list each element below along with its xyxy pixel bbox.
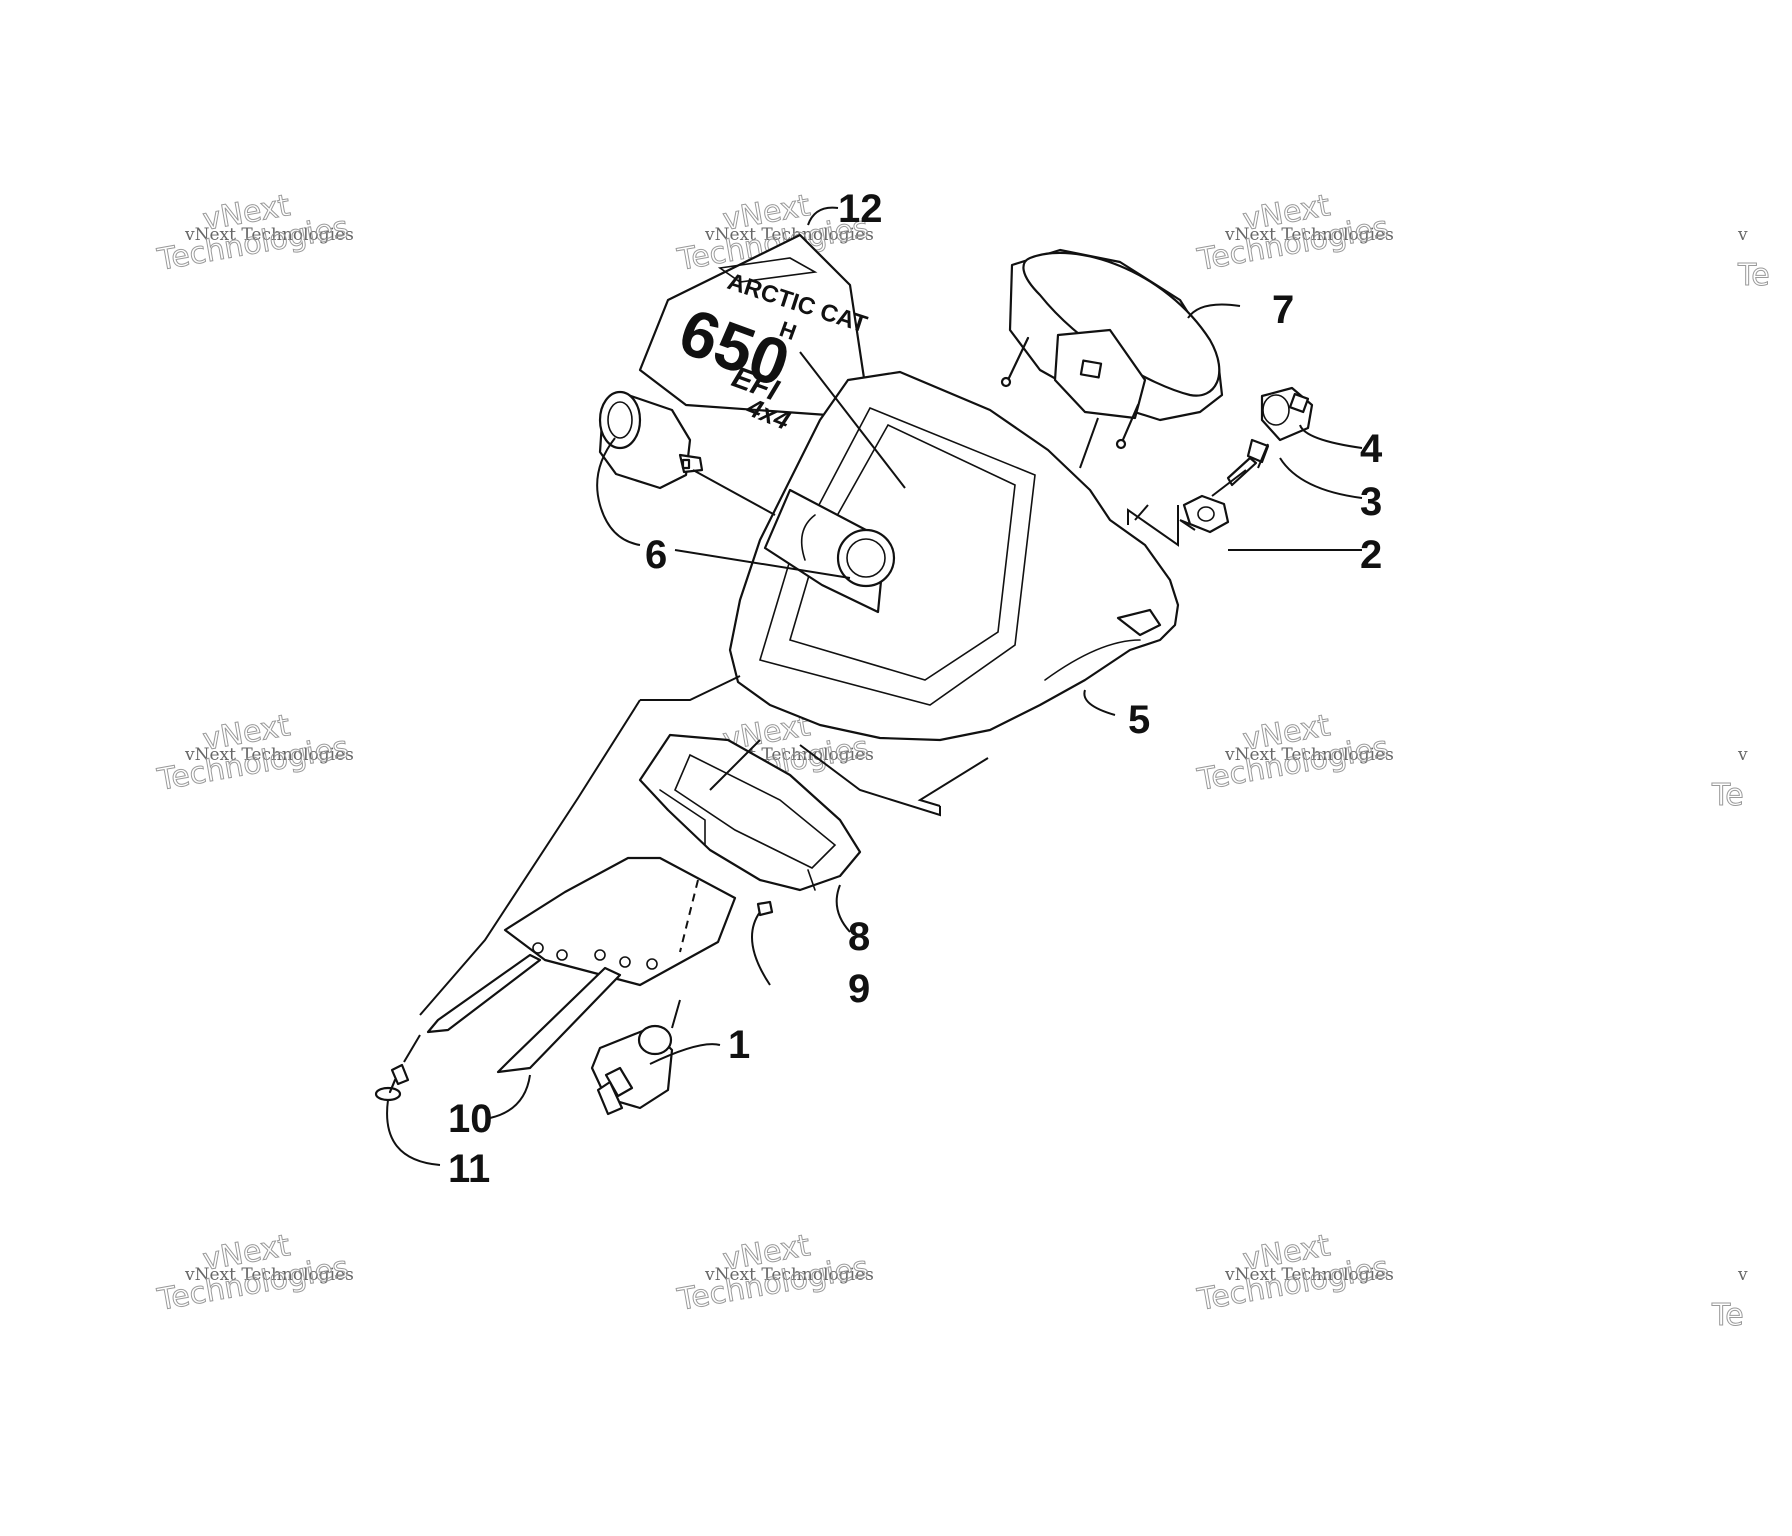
- callout-7: 7: [1272, 288, 1294, 332]
- watermark: vNext Technologies Technologies vNext: [674, 1228, 874, 1319]
- watermark: vNext Technologies Technologies vNext: [154, 708, 354, 799]
- clip-part-9: [756, 900, 774, 917]
- watermark: vNext Technologies Technologies vNext: [154, 188, 354, 279]
- bezel-part-8: [638, 733, 862, 892]
- callout-6: 6: [645, 533, 667, 577]
- callout-12: 12: [838, 187, 883, 231]
- watermark-group: vNext Technologies Technologies vNext vN…: [154, 188, 1770, 1334]
- outlet-part-6: [598, 390, 704, 490]
- watermark-edge: v: [1737, 225, 1748, 245]
- watermark: vNext Technologies Technologies vNext: [1194, 188, 1394, 279]
- switch-part-1: [590, 1024, 674, 1116]
- callout-numbers: 1 2 3 4 5 6 7 8 9 10 11 12: [448, 187, 1383, 1191]
- callout-8: 8: [848, 915, 870, 959]
- leader-lines: [386, 206, 1363, 1166]
- svg-text:vNext Technologies: vNext Technologies: [184, 225, 354, 245]
- svg-text:vNext Technologies: vNext Technologies: [184, 745, 354, 765]
- watermark-edge: Te: [1737, 258, 1770, 293]
- console-part-5: [728, 370, 1180, 742]
- callout-9: 9: [848, 967, 870, 1011]
- watermark: vNext Technologies Technologies vNext: [1194, 1228, 1394, 1319]
- watermark-edge: v: [1737, 745, 1748, 765]
- svg-text:vNext Technologies: vNext Technologies: [1224, 1265, 1394, 1285]
- callout-1: 1: [728, 1023, 750, 1067]
- rivet-part-11: [374, 1063, 410, 1102]
- watermark-edge: Te: [1711, 778, 1744, 813]
- callout-3: 3: [1360, 480, 1382, 524]
- svg-text:vNext Technologies: vNext Technologies: [704, 225, 874, 245]
- callout-4: 4: [1360, 427, 1383, 471]
- decal-part-12: ARCTIC CAT 650 H EFI 4x4: [638, 233, 872, 436]
- bracket-part-10: [426, 856, 737, 1074]
- svg-text:vNext Technologies: vNext Technologies: [704, 1265, 874, 1285]
- svg-text:vNext Technologies: vNext Technologies: [1224, 225, 1394, 245]
- callout-11: 11: [448, 1147, 490, 1191]
- watermark: vNext Technologies Technologies vNext: [1194, 708, 1394, 799]
- callout-10: 10: [448, 1097, 493, 1141]
- watermark-edge: Te: [1711, 1298, 1744, 1333]
- svg-text:vNext Technologies: vNext Technologies: [1224, 745, 1394, 765]
- gauge-part-7: [1000, 248, 1224, 450]
- callout-5: 5: [1128, 698, 1150, 742]
- watermark-edge: v: [1737, 1265, 1748, 1285]
- ignition-cap-part-4: [1260, 386, 1314, 442]
- callout-2: 2: [1360, 533, 1382, 577]
- svg-text:vNext Technologies: vNext Technologies: [184, 1265, 354, 1285]
- watermark: vNext Technologies Technologies vNext: [154, 1228, 354, 1319]
